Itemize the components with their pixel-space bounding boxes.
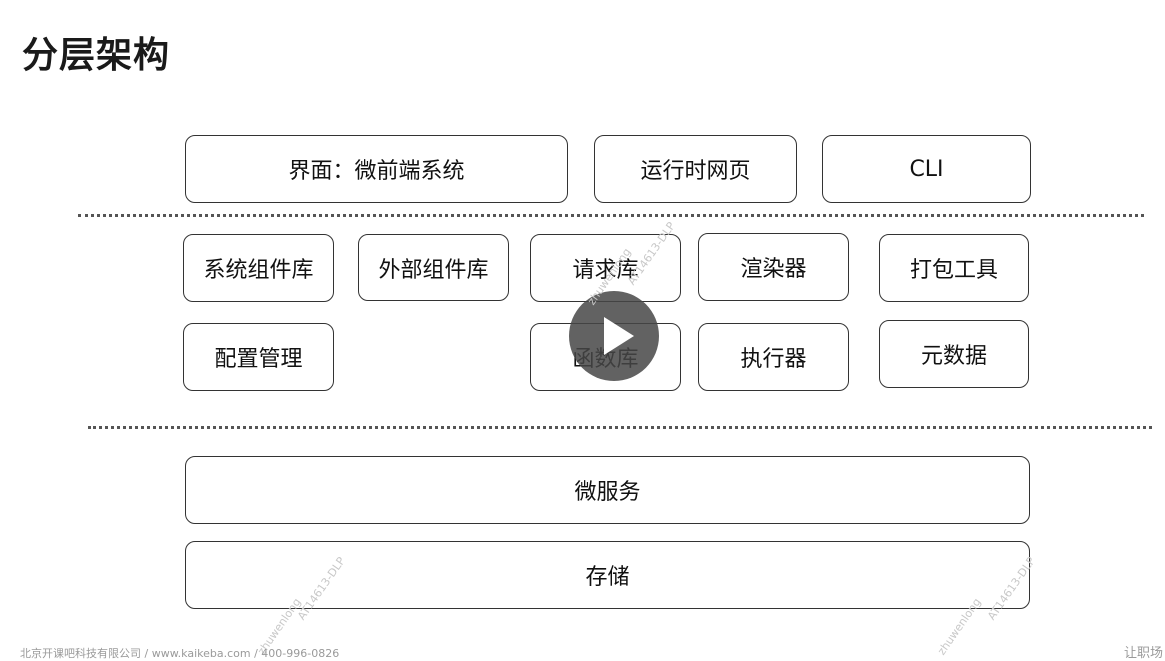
executor-box: 执行器 [698,323,849,391]
metadata-box: 元数据 [879,320,1029,388]
runtime-webpage-box: 运行时网页 [594,135,797,203]
footer-brand: 让职场 [1124,646,1164,661]
play-icon[interactable] [569,291,659,381]
layer-divider-top [78,214,1144,217]
storage-box: 存储 [185,541,1030,609]
ui-microfrontend-box: 界面：微前端系统 [185,135,568,203]
layer-divider-bottom [88,426,1152,429]
bundler-tool-box: 打包工具 [879,234,1029,302]
footer-company-info: 北京开课吧科技有限公司 / www.kaikeba.com / 400-996-… [20,647,340,660]
microservice-box: 微服务 [185,456,1030,524]
system-component-library-box: 系统组件库 [183,234,334,302]
renderer-box: 渲染器 [698,233,849,301]
cli-box: CLI [822,135,1031,203]
page-title: 分层架构 [22,35,171,76]
request-library-box: 请求库 [530,234,681,302]
config-management-box: 配置管理 [183,323,334,391]
external-component-library-box: 外部组件库 [358,234,509,301]
